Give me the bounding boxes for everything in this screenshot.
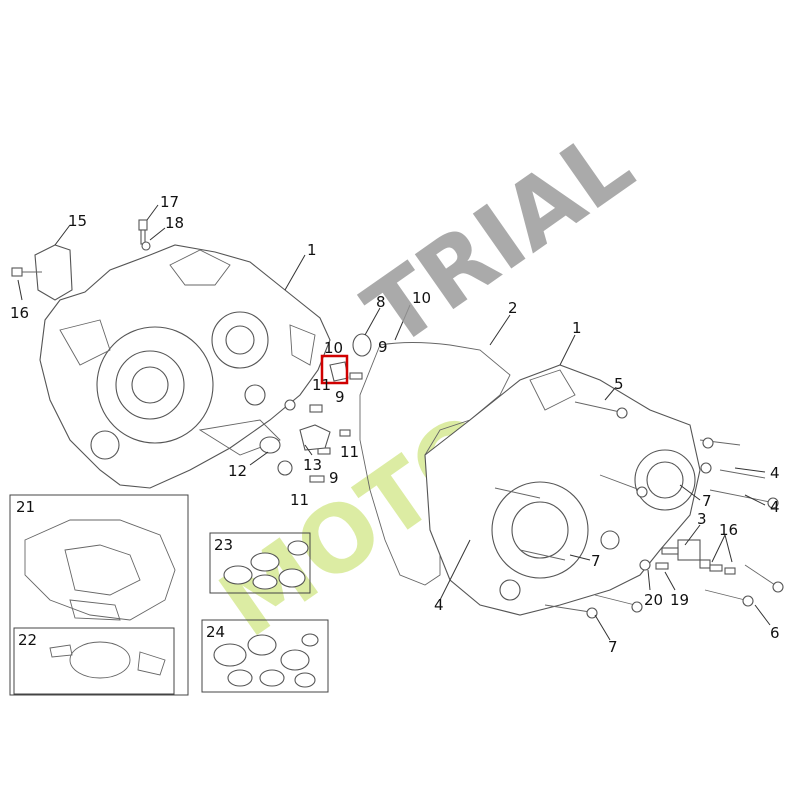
kit-21-box: 21: [9, 494, 189, 696]
callout-11-bottom: 11: [290, 491, 309, 509]
kit-23-label: 23: [214, 536, 233, 554]
gasket-2: [359, 342, 511, 586]
kit-24-label: 24: [206, 623, 225, 641]
highlight-box: [320, 354, 349, 385]
fitting-17: [138, 219, 151, 251]
callout-3: 3: [697, 510, 707, 528]
callout-6: 6: [770, 624, 780, 642]
bolts-group: [494, 401, 784, 619]
bolt-16-left: [11, 267, 42, 277]
callout-4-mid: 4: [770, 498, 780, 516]
callout-11-top: 11: [312, 376, 331, 394]
callout-4-bottom: 4: [434, 596, 444, 614]
callout-11-mid: 11: [340, 443, 359, 461]
callout-12: 12: [228, 462, 247, 480]
washer-20: [639, 559, 651, 571]
callout-13: 13: [303, 456, 322, 474]
callout-19: 19: [670, 591, 689, 609]
callout-7-bottom: 7: [608, 638, 618, 656]
callout-9-top: 9: [378, 338, 388, 356]
right-crankcase: [424, 364, 701, 616]
callout-17: 17: [160, 193, 179, 211]
kit-22-box: 22: [13, 627, 175, 695]
watermark-trial: TRIAL: [346, 110, 651, 368]
callout-9-bottom: 9: [329, 469, 339, 487]
kit-22-label: 22: [18, 631, 37, 649]
callout-16-left: 16: [10, 304, 29, 322]
kit-24-box: 24: [201, 619, 329, 693]
callouts: 15 16 17 18 1 8 10 2 1 5 10 9 11 9 11 13…: [10, 193, 780, 656]
callout-15: 15: [68, 212, 87, 230]
callout-18: 18: [165, 214, 184, 232]
bolt-19: [655, 562, 669, 570]
callout-16-right: 16: [719, 521, 738, 539]
callout-10-mid: 10: [324, 339, 343, 357]
cover-15: [34, 244, 73, 301]
bolt-16-right-2: [724, 567, 736, 575]
callout-4-top: 4: [770, 464, 780, 482]
middle-parts: [259, 333, 372, 483]
leader-lines: [17, 204, 771, 641]
callout-9-mid: 9: [335, 388, 345, 406]
callout-7-top: 7: [702, 492, 712, 510]
kit-23-box: 23: [209, 532, 311, 594]
kit-21-label: 21: [16, 498, 35, 516]
callout-2: 2: [508, 299, 518, 317]
callout-1-right: 1: [572, 319, 582, 337]
bolt-16-right: [709, 564, 723, 572]
left-crankcase: [39, 244, 331, 489]
callout-7-mid: 7: [591, 552, 601, 570]
callout-10-top: 10: [412, 289, 431, 307]
callout-1-left: 1: [307, 241, 317, 259]
callout-20: 20: [644, 591, 663, 609]
callout-5: 5: [614, 375, 624, 393]
callout-8: 8: [376, 293, 386, 311]
sensor-3: [661, 539, 711, 569]
